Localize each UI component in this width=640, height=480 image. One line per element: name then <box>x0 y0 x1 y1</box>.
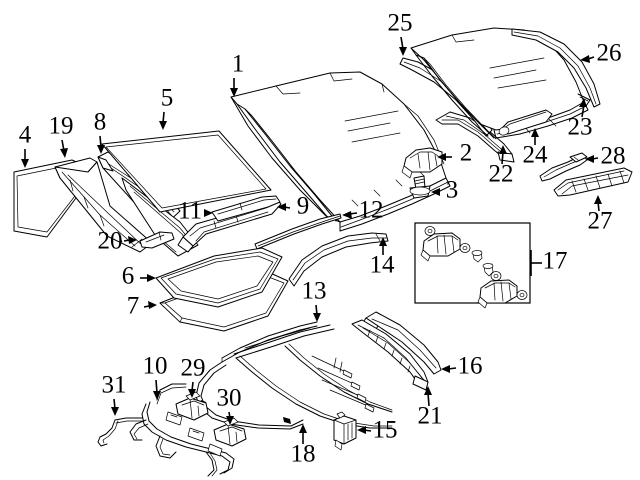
part-6-seal-upper[interactable] <box>155 247 283 308</box>
callout-label-13[interactable]: 13 <box>302 278 327 305</box>
callout-label-12[interactable]: 12 <box>359 197 384 224</box>
callout-label-27[interactable]: 27 <box>588 208 613 235</box>
part-31-ground-cable[interactable] <box>97 417 143 447</box>
part-29-connector-clip-a[interactable] <box>175 391 209 421</box>
callout-label-26[interactable]: 26 <box>597 40 622 67</box>
part-2-drive-bracket[interactable] <box>401 147 443 179</box>
callout-label-25[interactable]: 25 <box>388 10 413 37</box>
part-14-rear-molding[interactable] <box>288 232 389 287</box>
part-19-sunshade-panel[interactable] <box>54 157 153 253</box>
callout-label-21[interactable]: 21 <box>418 403 443 430</box>
callout-label-15[interactable]: 15 <box>373 417 398 444</box>
callout-label-8[interactable]: 8 <box>94 109 107 136</box>
callout-label-16[interactable]: 16 <box>458 353 483 380</box>
callout-label-3[interactable]: 3 <box>446 177 459 204</box>
part-11-front-frame-member[interactable] <box>177 198 282 253</box>
callout-label-17[interactable]: 17 <box>543 248 568 275</box>
part-18-drain-hose-assembly[interactable] <box>195 324 393 430</box>
part-30-connector-clip-b[interactable] <box>213 417 247 447</box>
part-9-front-guide-rail[interactable] <box>211 195 281 222</box>
part-27-rear-deflector-strip[interactable] <box>553 167 633 197</box>
callout-label-28[interactable]: 28 <box>601 143 626 170</box>
callout-label-4[interactable]: 4 <box>19 122 32 149</box>
part-20-slider-shoe[interactable] <box>139 231 175 249</box>
callout-label-19[interactable]: 19 <box>49 113 74 140</box>
callout-label-14[interactable]: 14 <box>370 252 396 279</box>
callout-label-10[interactable]: 10 <box>143 353 168 380</box>
callout-label-6[interactable]: 6 <box>122 263 135 290</box>
part-13-roof-frame-seal[interactable] <box>221 321 318 363</box>
callout-label-20[interactable]: 20 <box>98 228 123 255</box>
part-5-headliner-panel[interactable] <box>101 130 272 213</box>
callout-label-11[interactable]: 11 <box>178 198 202 225</box>
leader-lines <box>21 36 602 444</box>
part-28-latch-pin[interactable] <box>539 152 588 182</box>
part-26-trim-strip[interactable] <box>511 28 601 108</box>
callout-label-29[interactable]: 29 <box>181 355 206 382</box>
callout-label-18[interactable]: 18 <box>291 441 316 468</box>
callout-label-5[interactable]: 5 <box>161 85 174 112</box>
callout-label-22[interactable]: 22 <box>489 161 514 188</box>
part-17-motor-kit-group-box[interactable] <box>414 222 531 309</box>
callout-label-31[interactable]: 31 <box>102 372 127 399</box>
callout-label-30[interactable]: 30 <box>217 385 242 412</box>
callout-label-9[interactable]: 9 <box>297 193 310 220</box>
part-1-roof-panel-outer[interactable] <box>230 71 451 232</box>
part-24-pin-shaft[interactable] <box>498 109 553 136</box>
part-3-screw-bolt[interactable] <box>409 175 431 199</box>
part-15-connector-block[interactable] <box>333 411 357 451</box>
motor-unit-upper <box>420 232 461 262</box>
part-12-water-channel[interactable] <box>254 213 342 250</box>
part-21-cable-end-fitting[interactable] <box>351 319 429 391</box>
callout-label-23[interactable]: 23 <box>568 114 593 141</box>
callout-label-1[interactable]: 1 <box>232 51 245 78</box>
callout-label-7[interactable]: 7 <box>127 293 140 320</box>
callout-label-2[interactable]: 2 <box>460 140 473 167</box>
callout-labels: 1 2 3 4 5 6 7 8 9 10 11 12 13 14 15 16 1… <box>19 10 626 468</box>
callout-label-24[interactable]: 24 <box>523 142 549 169</box>
motor-unit-lower <box>477 279 518 309</box>
part-22-center-guide-rail[interactable] <box>435 111 515 163</box>
